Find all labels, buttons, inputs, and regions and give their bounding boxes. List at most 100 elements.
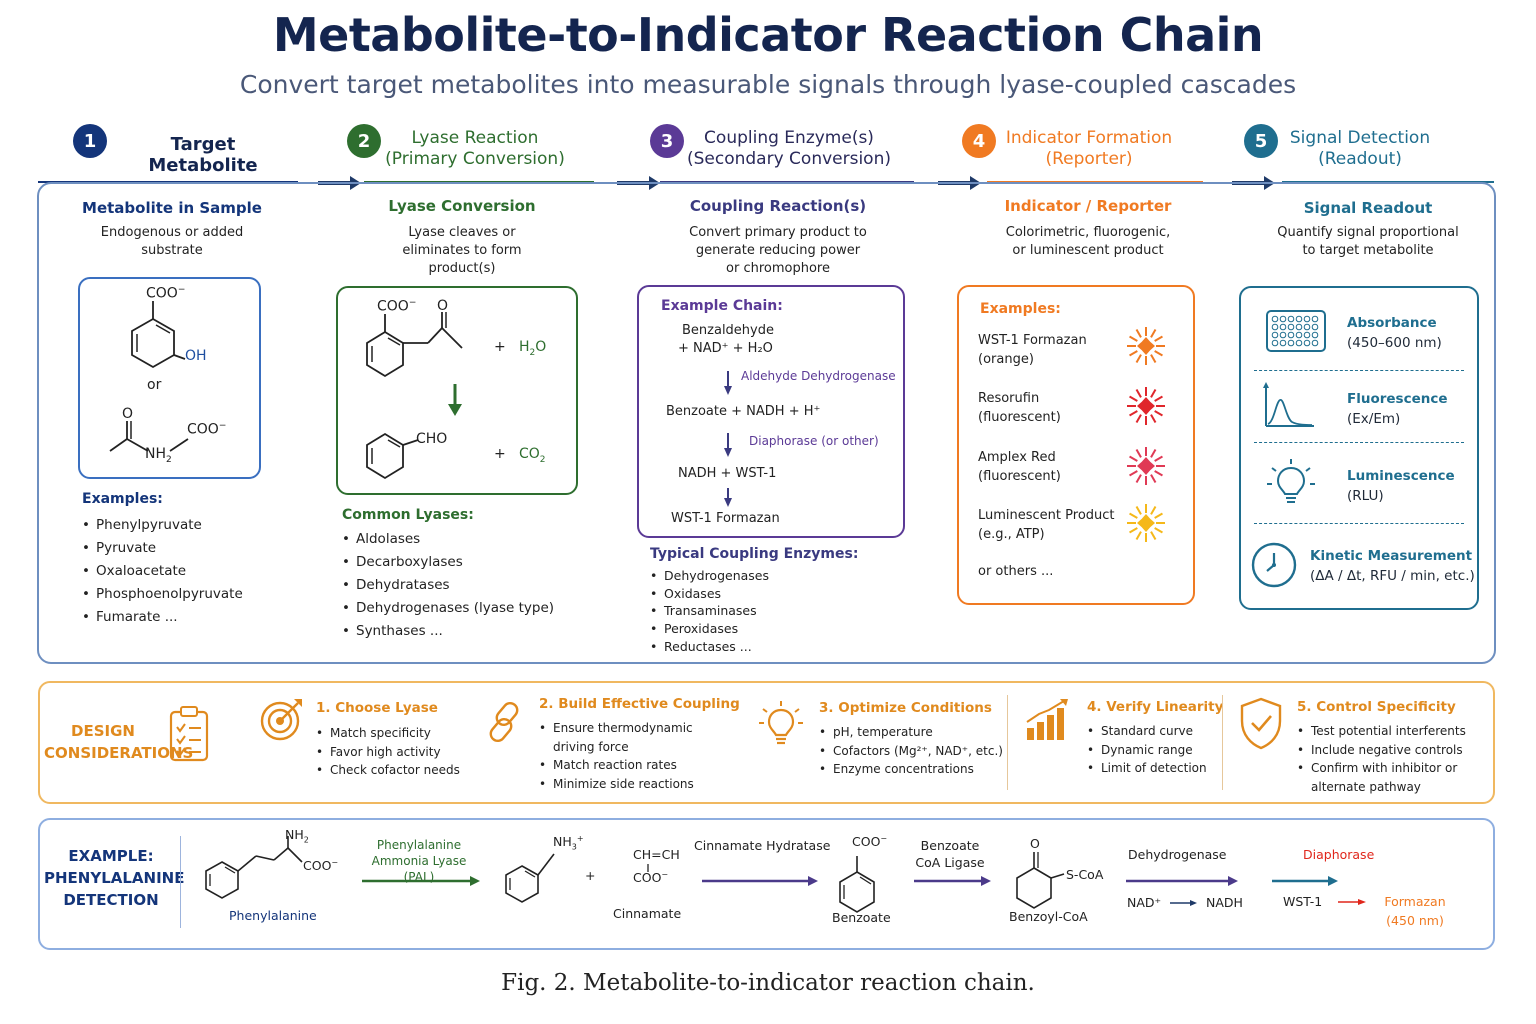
enzyme-diaphorase: Diaphorase (or other): [749, 434, 879, 448]
chain-link-icon: [484, 700, 526, 750]
list-item: Cofactors (Mg²⁺, NAD⁺, etc.): [819, 742, 1004, 761]
diaphorase-label: Diaphorase: [1303, 847, 1375, 862]
list-item: pH, temperature: [819, 723, 1004, 742]
step-3-title-line2: (Secondary Conversion): [686, 149, 891, 169]
design-item-3-title: 3. Optimize Conditions: [819, 700, 992, 716]
readout-name: Fluorescence: [1347, 391, 1448, 407]
col1-heading: Metabolite in Sample: [82, 199, 262, 217]
ligase-line1: Benzoate: [920, 838, 980, 853]
cho-label: CHO: [416, 431, 448, 447]
target-icon: [258, 697, 304, 747]
divider: [1254, 523, 1464, 524]
divider: [1254, 442, 1464, 443]
benzoate-label: Benzoate: [832, 910, 891, 925]
benzoyl-coa-label: Benzoyl-CoA: [1009, 909, 1088, 924]
phe-coo-label: COO−: [303, 858, 339, 874]
pal-line1: Phenylalanine: [376, 838, 462, 852]
list-item: Dynamic range: [1087, 741, 1217, 760]
design-item-2-title: 2. Build Effective Coupling: [539, 696, 740, 712]
col4-heading: Indicator / Reporter: [1004, 197, 1172, 215]
list-item: Minimize side reactions: [539, 775, 719, 794]
page-title: Metabolite-to-Indicator Reaction Chain: [272, 8, 1264, 62]
design-item-4-list: Standard curve Dynamic range Limit of de…: [1087, 722, 1217, 778]
clock-icon: [1250, 541, 1298, 593]
divider: [1254, 370, 1464, 371]
col1-examples-heading: Examples:: [82, 491, 163, 507]
figure-caption: Fig. 2. Metabolite-to-indicator reaction…: [501, 970, 1035, 996]
col2-list-heading: Common Lyases:: [342, 507, 474, 523]
plus-sign: +: [494, 339, 506, 355]
col5-desc-line1: Quantify signal proportional: [1277, 225, 1459, 240]
phe-nh2-label: NH2: [285, 827, 309, 845]
oh-label: OH: [185, 348, 207, 364]
design-label-line2: CONSIDERATIONS: [44, 744, 194, 762]
list-item: Pyruvate: [82, 537, 282, 560]
chain-benzoate-nadh: Benzoate + NADH + H⁺: [666, 404, 821, 419]
step-4-title: Indicator Formation (Reporter): [996, 128, 1182, 170]
formazan-line2: (450 nm): [1386, 913, 1444, 928]
enzyme-aldehyde-dehydrogenase: Aldehyde Dehydrogenase: [741, 369, 896, 383]
readout-note: (RLU): [1347, 488, 1384, 504]
step-2-badge: 2: [347, 124, 381, 158]
main-panel: [37, 182, 1496, 664]
indicator-item-2: Resorufin (fluorescent): [978, 389, 1061, 427]
example-label-line1: EXAMPLE:: [68, 847, 154, 865]
design-label-line1: DESIGN: [71, 722, 135, 740]
list-item: Transaminases: [650, 602, 880, 620]
list-item: Oxaloacetate: [82, 560, 282, 583]
coo-label: COO−: [146, 285, 186, 302]
list-item: Check cofactor needs: [316, 761, 486, 780]
example-label-line2: PHENYLALANINE: [44, 869, 185, 887]
list-item: Match reaction rates: [539, 756, 719, 775]
indicator-examples-box: [957, 285, 1195, 605]
design-item-2-list: Ensure thermodynamic driving force Match…: [539, 719, 719, 793]
example-panel: [38, 818, 1495, 950]
ligase-line2: CoA Ligase: [915, 855, 985, 870]
example-label-line3: DETECTION: [63, 891, 159, 909]
nh-text: NH: [553, 834, 572, 850]
step-2-title-line2: (Primary Conversion): [385, 149, 565, 169]
col2-lyase-list: Aldolases Decarboxylases Dehydratases De…: [342, 528, 572, 643]
design-item-4-title: 4. Verify Linearity: [1087, 699, 1224, 715]
nh2-text: NH: [145, 446, 166, 462]
col4-desc-line1: Colorimetric, fluorogenic,: [1005, 225, 1171, 240]
step-2-title-line1: Lyase Reaction: [411, 128, 539, 148]
formazan-label: Formazan (450 nm): [1380, 892, 1450, 930]
step-4-badge: 4: [962, 124, 996, 158]
list-item: Phosphoenolpyruvate: [82, 583, 282, 606]
shield-check-icon: [1238, 697, 1284, 755]
list-item: Decarboxylases: [342, 551, 572, 574]
col3-desc-line3: or chromophore: [726, 261, 830, 276]
step-5-title: Signal Detection (Readout): [1280, 128, 1440, 170]
co-text: CO: [519, 446, 540, 462]
list-item: Dehydrogenases: [650, 567, 880, 585]
lyase-structure-box: [336, 286, 578, 495]
indicator-others: or others ...: [978, 564, 1054, 579]
divider: [1222, 695, 1223, 790]
indicator-name: Resorufin: [978, 391, 1040, 406]
step-2-title: Lyase Reaction (Primary Conversion): [380, 128, 570, 170]
example-label: EXAMPLE: PHENYLALANINE DETECTION: [44, 845, 185, 911]
readout-note: (450–600 nm): [1347, 335, 1442, 351]
scoa-label: S-CoA: [1066, 867, 1104, 882]
step-5-title-line1: Signal Detection: [1289, 128, 1431, 148]
bar-chart-icon: [1024, 698, 1070, 746]
col3-enzyme-list: Dehydrogenases Oxidases Transaminases Pe…: [650, 567, 880, 656]
chch-label: CH=CH: [633, 847, 680, 862]
step-4-title-line2: (Reporter): [1045, 149, 1133, 169]
design-item-5-list: Test potential interferents Include nega…: [1297, 722, 1472, 796]
plus-sign: +: [494, 446, 506, 462]
chain-arrows: [724, 371, 732, 507]
lyase-structures: [366, 312, 463, 480]
col1-desc-line1: Endogenous or added: [100, 225, 244, 240]
col2-desc-line1: Lyase cleaves or: [408, 225, 516, 240]
pal-line2: Ammonia Lyase (PAL): [371, 854, 467, 884]
list-item: Test potential interferents: [1297, 722, 1472, 741]
list-item: Limit of detection: [1087, 759, 1217, 778]
water-label: H2O: [519, 339, 547, 358]
plus-sign: +: [585, 868, 596, 883]
coo2-label: COO−: [187, 421, 227, 438]
nadh-label: NADH: [1206, 895, 1243, 910]
list-item: Oxidases: [650, 585, 880, 603]
list-item: Enzyme concentrations: [819, 760, 1004, 779]
